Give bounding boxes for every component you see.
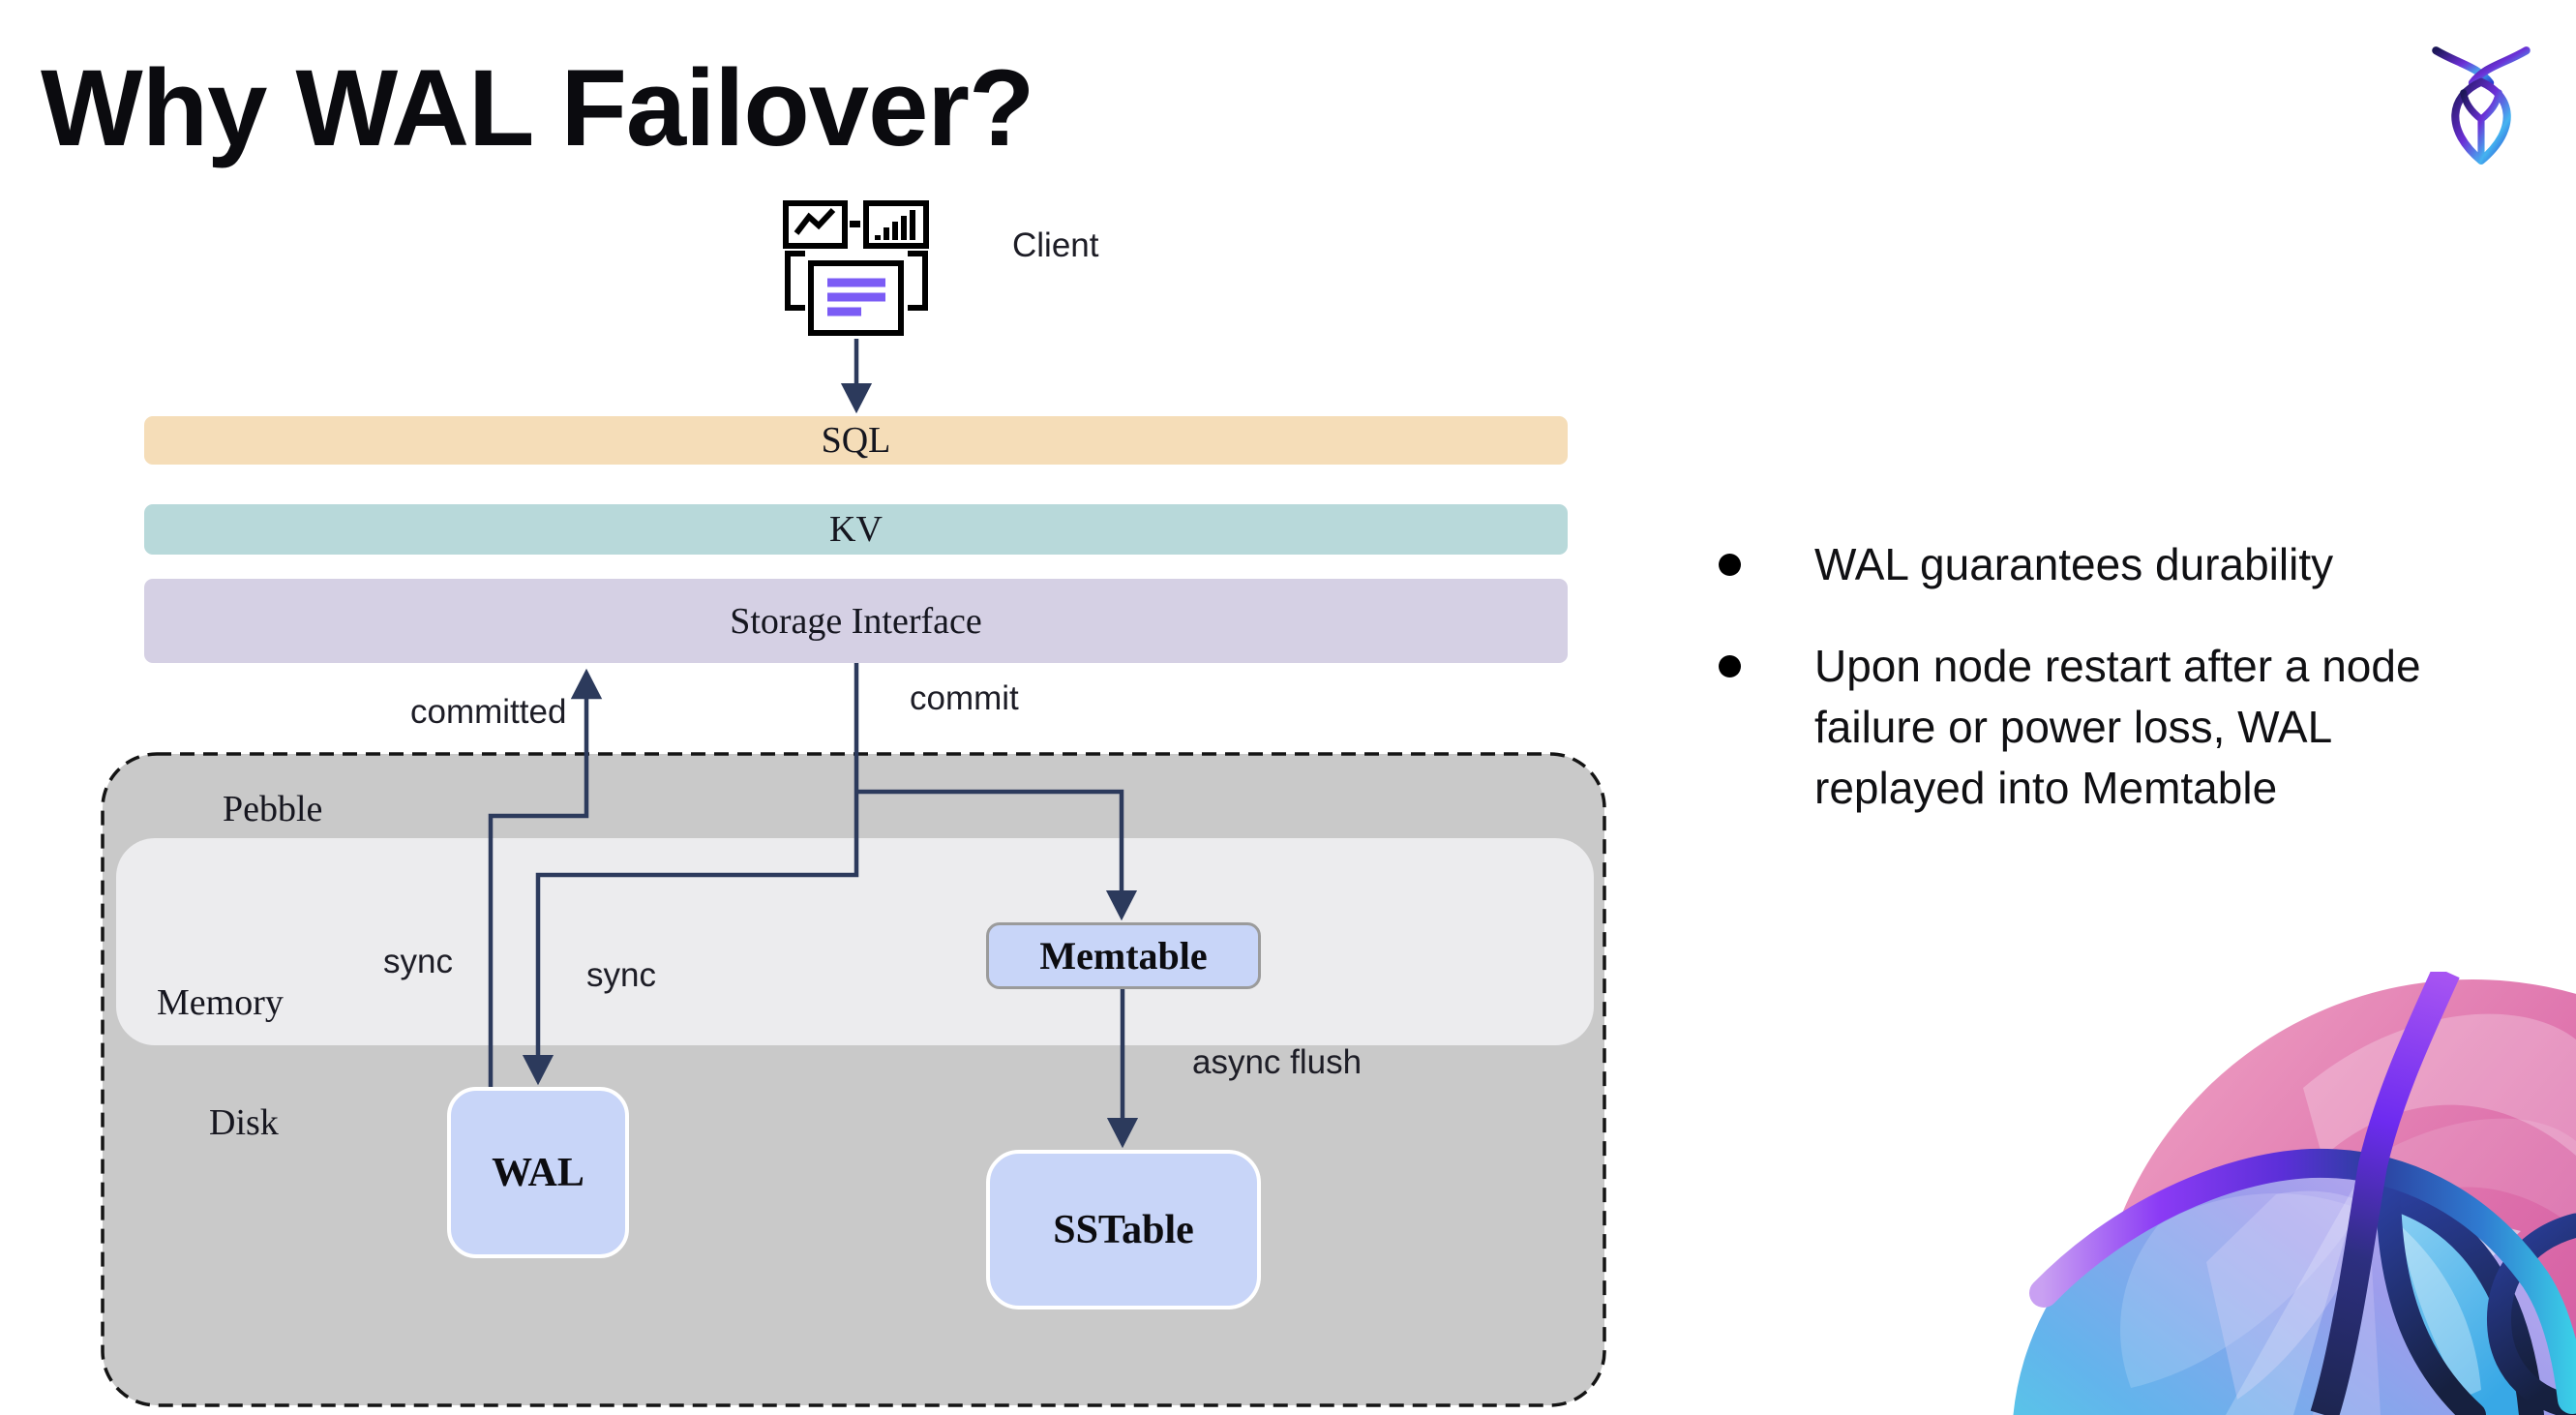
edge-label-sync-right: sync xyxy=(586,956,656,994)
client-label: Client xyxy=(1012,226,1099,264)
bullet-item: WAL guarantees durability xyxy=(1719,534,2531,595)
bullet-list: WAL guarantees durability Upon node rest… xyxy=(1719,534,2531,859)
edge-commit-sync-wal xyxy=(522,663,859,1086)
layer-bar-storage-label: Storage Interface xyxy=(730,600,982,642)
disk-region-label: Disk xyxy=(209,1102,279,1143)
bullet-text: Upon node restart after a node failure o… xyxy=(1814,641,2421,813)
edge-label-commit: commit xyxy=(910,679,1019,717)
edge-commit-to-memtable xyxy=(856,789,1138,921)
decor-crossing-band xyxy=(2310,972,2460,1415)
client-icon xyxy=(783,200,929,336)
bullet-dot-icon xyxy=(1719,655,1741,677)
wal-node: WAL xyxy=(447,1087,629,1258)
page-title: Why WAL Failover? xyxy=(41,47,1034,168)
diagram-edges xyxy=(488,339,1139,1149)
wal-node-label: WAL xyxy=(492,1150,584,1195)
bullet-dot-icon xyxy=(1719,554,1741,576)
client-document-icon xyxy=(785,251,928,336)
decor-sphere-rim xyxy=(2029,1148,2576,1414)
layer-bar-storage-interface: Storage Interface xyxy=(144,579,1568,663)
memory-region-label: Memory xyxy=(157,982,284,1023)
layer-bar-sql: SQL xyxy=(144,416,1568,465)
pebble-label: Pebble xyxy=(223,789,323,829)
cockroachdb-logo-icon xyxy=(2432,46,2531,165)
memory-band xyxy=(116,838,1594,1045)
edge-label-sync-left: sync xyxy=(383,943,453,980)
edge-committed xyxy=(488,668,603,1087)
bullet-item: Upon node restart after a node failure o… xyxy=(1719,636,2531,819)
layer-bar-kv: KV xyxy=(144,504,1568,555)
sstable-node-label: SSTable xyxy=(1053,1207,1194,1252)
bullet-text: WAL guarantees durability xyxy=(1814,539,2334,589)
memtable-node: Memtable xyxy=(986,922,1261,989)
client-monitor-chart-icon xyxy=(783,200,929,249)
edge-label-async-flush: async flush xyxy=(1192,1043,1363,1081)
memtable-node-label: Memtable xyxy=(1039,934,1208,978)
edge-label-committed: committed xyxy=(410,693,567,731)
layer-bar-kv-label: KV xyxy=(829,509,883,550)
layer-bar-sql-label: SQL xyxy=(821,420,891,461)
sstable-node: SSTable xyxy=(986,1150,1261,1310)
cockroachdb-brand-graphic xyxy=(2013,972,2576,1415)
